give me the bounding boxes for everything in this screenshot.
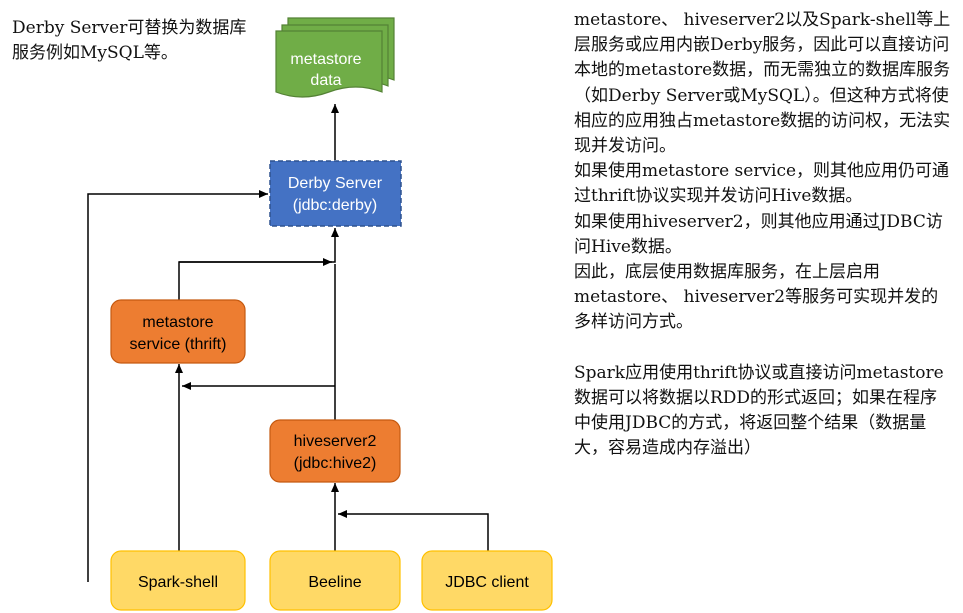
jdbc-client-node: JDBC client: [421, 550, 553, 611]
metastore-service-node: metastore service (thrift): [110, 299, 246, 364]
jdbc-client-label: JDBC client: [445, 574, 529, 591]
metastore-data-node: metastore data: [275, 17, 395, 98]
metastore-service-label-2: service (thrift): [130, 336, 227, 353]
side-paragraph-3: 如果使用hiveserver2，则其他应用通过JDBC访问Hive数据。: [574, 211, 943, 257]
spark-shell-label: Spark-shell: [138, 574, 218, 591]
side-paragraph-4: 因此，底层使用数据库服务，在上层启用metastore、 hiveserver2…: [574, 262, 939, 333]
metastore-service-label-1: metastore: [142, 314, 213, 331]
hiveserver2-label-1: hiveserver2: [294, 433, 377, 450]
connectors: [87, 104, 489, 582]
arrow-metastore-service-to-derby: [178, 228, 339, 300]
paragraph-gap: [574, 336, 954, 361]
spark-shell-node: Spark-shell: [110, 550, 246, 611]
arrow-sparkshell-to-derby: [87, 190, 268, 582]
beeline-node: Beeline: [269, 550, 401, 611]
derby-server-label-1: Derby Server: [288, 175, 383, 192]
side-paragraph-2: 如果使用metastore service，则其他应用仍可通过thrift协议实…: [574, 161, 950, 207]
side-paragraph-5: Spark应用使用thrift协议或直接访问metastore数据可以将数据以R…: [574, 362, 944, 459]
top-left-note: Derby Server可替换为数据库服务例如MySQL等。: [12, 18, 247, 63]
derby-server-node: Derby Server (jdbc:derby): [269, 160, 402, 227]
side-explanation: metastore、 hiveserver2以及Spark-shell等上层服务…: [574, 8, 954, 461]
derby-server-label-2: (jdbc:derby): [293, 197, 377, 214]
metastore-data-label-1: metastore: [290, 51, 361, 68]
hiveserver2-label-2: (jdbc:hive2): [294, 455, 377, 472]
side-paragraph-1: metastore、 hiveserver2以及Spark-shell等上层服务…: [574, 10, 951, 157]
arrow-jdbc-client-to-hiveserver2: [338, 510, 489, 551]
hiveserver2-node: hiveserver2 (jdbc:hive2): [269, 419, 401, 483]
metastore-data-label-2: data: [310, 72, 341, 89]
beeline-label: Beeline: [308, 574, 361, 591]
